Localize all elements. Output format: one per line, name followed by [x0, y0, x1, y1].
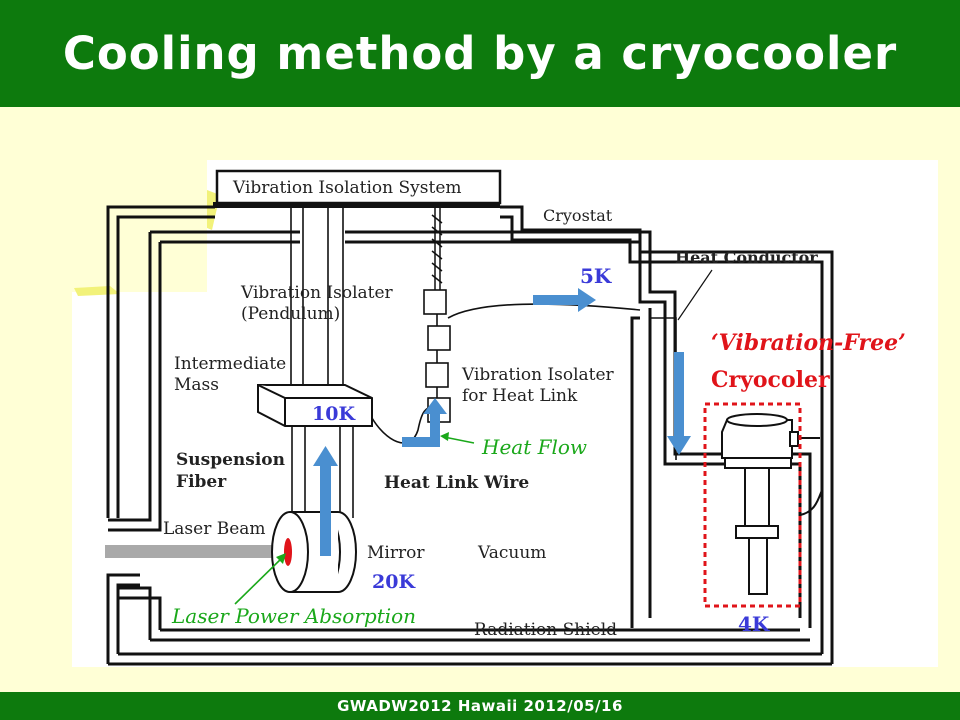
chain — [431, 208, 443, 290]
heat-conductor-label: Heat Conductor — [675, 248, 818, 267]
mirror-label: Mirror — [367, 543, 425, 563]
cryocooler — [721, 413, 823, 595]
intermediate-mass-label-1: Intermediate — [174, 354, 286, 374]
cryostat-wall — [106, 205, 834, 666]
laser-beam — [105, 545, 285, 558]
vibration-isolater-label-2: (Pendulum) — [241, 304, 340, 324]
intermediate-mass — [257, 384, 373, 427]
vibration-isolation-system-label: Vibration Isolation System — [232, 178, 462, 198]
twenty-k-label: 20K — [372, 571, 416, 593]
heat-flow-label: Heat Flow — [481, 435, 587, 459]
vacuum-label: Vacuum — [477, 543, 546, 563]
cryocooler-label: Cryocoler — [711, 367, 830, 393]
slide-title: Cooling method by a cryocooler — [62, 27, 898, 80]
suspension-fiber-label-2: Fiber — [176, 472, 227, 492]
radiation-shield-label: Radiation Shield — [474, 620, 617, 640]
heat-link-wire-upper — [447, 303, 641, 319]
laser-spot — [284, 538, 292, 566]
footer-bar: GWADW2012 Hawaii 2012/05/16 — [0, 692, 960, 720]
suspension-fiber-label-1: Suspension — [176, 450, 285, 470]
four-k-label: 4K — [738, 612, 770, 636]
pendulum-wires — [290, 208, 344, 385]
intermediate-mass-label-2: Mass — [174, 375, 219, 395]
five-k-label: 5K — [580, 264, 612, 288]
vibration-isolater-label-1: Vibration Isolater — [240, 283, 394, 303]
cryostat-label: Cryostat — [543, 206, 613, 225]
title-bar: Cooling method by a cryocooler — [0, 0, 960, 107]
cryocooler-highlight — [703, 402, 802, 608]
heat-link-wire-label: Heat Link Wire — [384, 473, 529, 493]
ten-k-label: 10K — [312, 403, 356, 425]
heat-link-isolater-label-1: Vibration Isolater — [461, 365, 615, 385]
heat-flow-arrows — [313, 288, 691, 556]
laser-power-absorption-label: Laser Power Absorption — [171, 604, 416, 628]
diagram-panel-main — [72, 292, 938, 667]
suspension-fibers — [291, 426, 354, 520]
laser-beam-label: Laser Beam — [163, 519, 266, 539]
heat-link-isolater-label-2: for Heat Link — [462, 386, 578, 406]
vibration-free-label: ‘Vibration-Free’ — [711, 330, 906, 356]
footer-text: GWADW2012 Hawaii 2012/05/16 — [337, 697, 623, 715]
vibration-isolation-system-box — [215, 169, 502, 205]
